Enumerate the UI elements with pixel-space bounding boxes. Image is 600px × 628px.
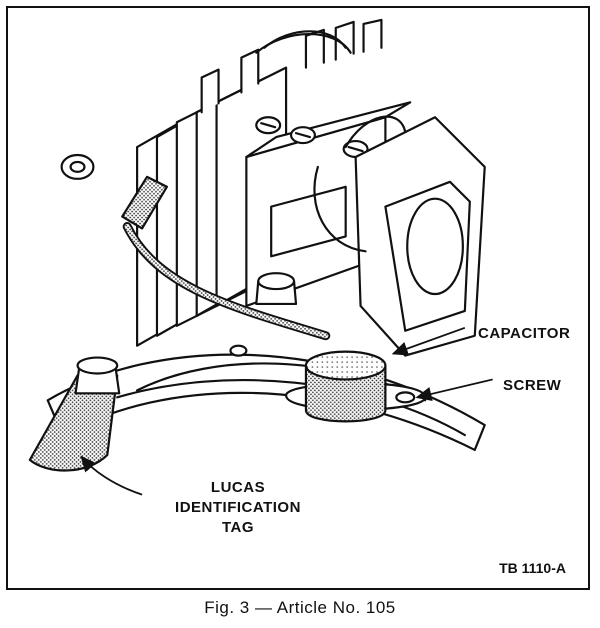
screw-leader: [415, 378, 493, 401]
tag-label-line-3: TAG: [221, 519, 255, 536]
cover-box: [354, 116, 486, 357]
tag-label-line-1: LUCAS: [210, 479, 266, 496]
figure-frame: CAPACITOR SCREW LUCAS IDENTIFICATION TAG…: [6, 6, 590, 590]
wire-boot: [121, 175, 168, 230]
drawing-number: TB 1110-A: [499, 560, 566, 576]
capacitor-leader: [391, 326, 466, 356]
capacitor-label: CAPACITOR: [478, 325, 571, 342]
center-bolt: [255, 272, 298, 306]
figure-caption: Fig. 3 — Article No. 105: [204, 598, 396, 617]
screw-label: SCREW: [503, 377, 562, 394]
mounting-nut: [60, 153, 95, 180]
tag-label-line-2: IDENTIFICATION: [175, 499, 301, 516]
lucas-tag-label: LUCAS IDENTIFICATION TAG: [158, 478, 318, 538]
regulator-illustration: [28, 18, 493, 496]
wires: [122, 30, 407, 341]
base-plate-rim: [116, 378, 466, 437]
tag-leader: [80, 455, 143, 496]
capacitor-illustration: [284, 350, 427, 423]
lucas-tag-illustration: [28, 356, 121, 472]
